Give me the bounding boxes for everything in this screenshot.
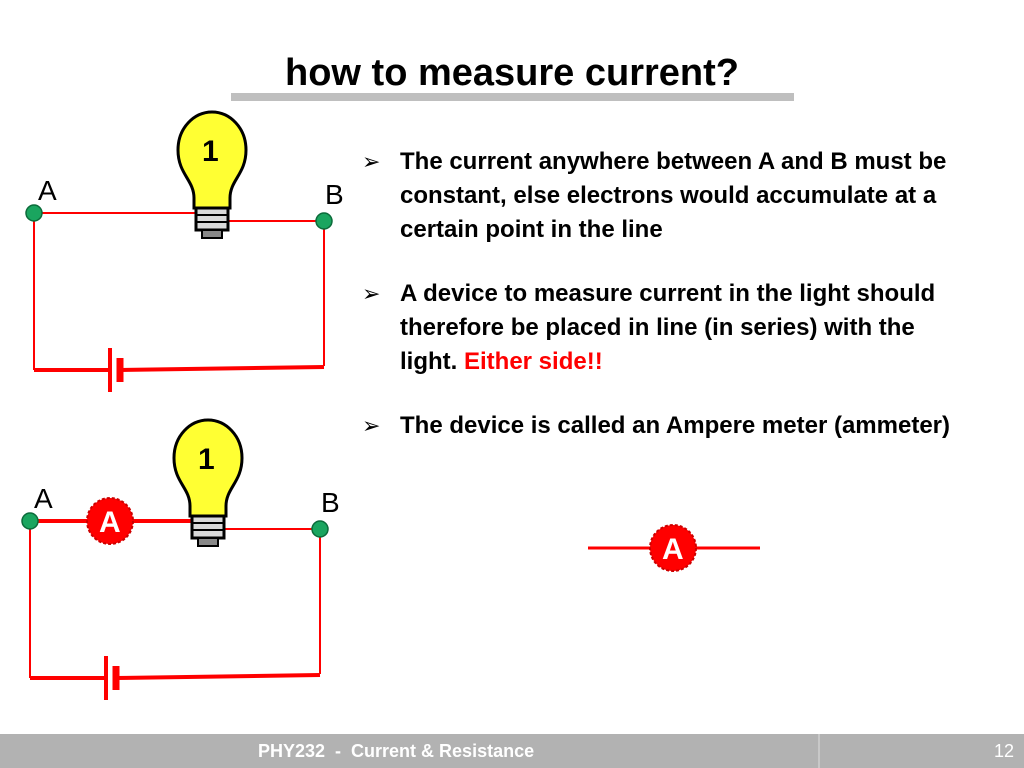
light-bulb-icon [172,418,244,548]
label-a: A [38,175,57,206]
ammeter-label: A [99,506,121,539]
ammeter-label: A [662,533,684,566]
title-underline [231,93,794,101]
bullet-text: A device to measure current in the light… [400,280,936,375]
bullet-list: ➢ The current anywhere between A and B m… [360,145,960,473]
circuit-top: 1 A B [25,110,344,392]
bulb-number-label: 1 [202,135,219,168]
slide-title: how to measure current? [285,52,739,94]
label-b: B [321,487,340,518]
footer-divider [818,734,820,768]
arrow-bullet-icon: ➢ [362,149,381,174]
footer-course-title: PHY232 - Current & Resistance [258,741,535,761]
wire-bottom-right-2 [115,673,321,680]
label-b: B [325,179,344,210]
light-bulb-icon [176,110,248,240]
node-b [315,212,333,230]
bullet-item: ➢ The current anywhere between A and B m… [360,145,960,247]
bullet-accent-text: Either side!! [464,348,603,375]
node-b [311,520,329,538]
node-a [25,204,43,222]
page-number: 12 [993,741,1014,761]
node-a [21,512,39,530]
bullet-item: ➢ A device to measure current in the lig… [360,277,960,379]
arrow-bullet-icon: ➢ [362,281,381,306]
arrow-bullet-icon: ➢ [362,413,381,438]
ammeter-symbol: A [588,524,760,572]
wire-bottom-right-1 [119,365,325,372]
slide-footer: PHY232 - Current & Resistance 12 [0,734,1024,768]
label-a: A [34,483,53,514]
bullet-text: The device is called an Ampere meter (am… [400,412,951,439]
bulb-number-label: 1 [198,443,215,476]
bullet-text: The current anywhere between A and B mus… [400,148,947,243]
circuit-bottom: A 1 A B [21,418,340,700]
bullet-item: ➢ The device is called an Ampere meter (… [360,409,960,443]
